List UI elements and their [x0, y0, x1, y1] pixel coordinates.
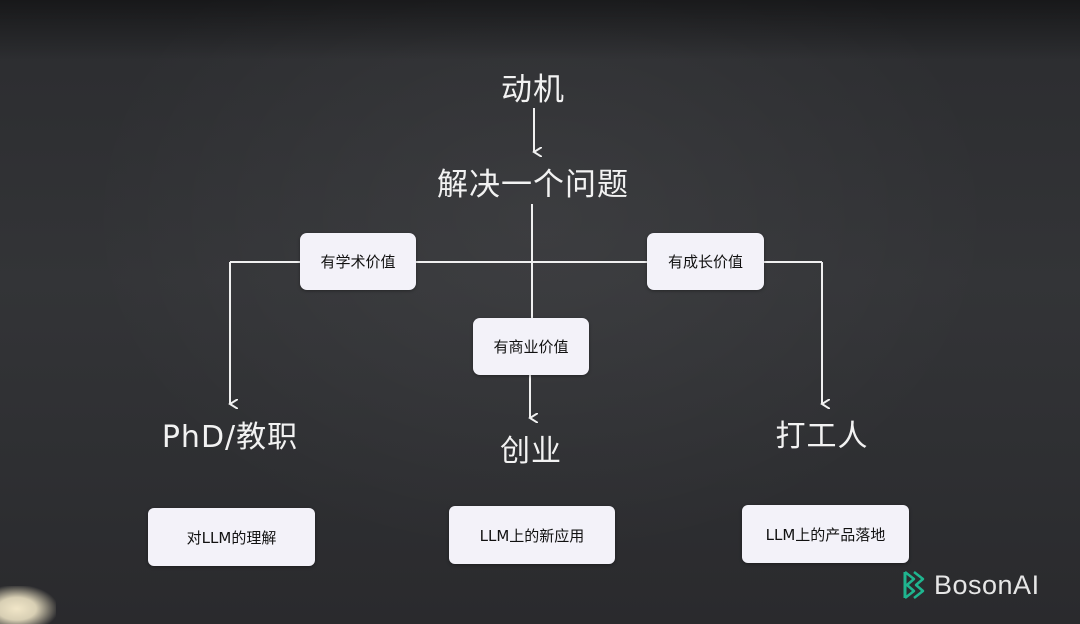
- boson-mark-icon: [903, 571, 925, 599]
- focus-card-product-landing: LLM上的产品落地: [742, 505, 909, 563]
- outcome-employee: 打工人: [775, 419, 869, 454]
- value-tag-academic: 有学术价值: [300, 233, 416, 290]
- outcome-startup: 创业: [500, 434, 562, 469]
- value-tag-growth: 有成长价值: [647, 233, 764, 290]
- goal-node: 解决一个问题: [437, 167, 629, 203]
- outcome-phd-faculty: PhD/教职: [161, 420, 299, 455]
- focus-card-new-apps: LLM上的新应用: [449, 506, 615, 564]
- logo-text: BosonAI: [934, 569, 1040, 600]
- focus-card-understanding: 对LLM的理解: [148, 508, 315, 566]
- root-node: 动机: [501, 72, 565, 108]
- value-tag-commercial: 有商业价值: [473, 318, 589, 375]
- corner-glare: [0, 586, 56, 624]
- bosonai-logo: BosonAI: [902, 568, 1040, 602]
